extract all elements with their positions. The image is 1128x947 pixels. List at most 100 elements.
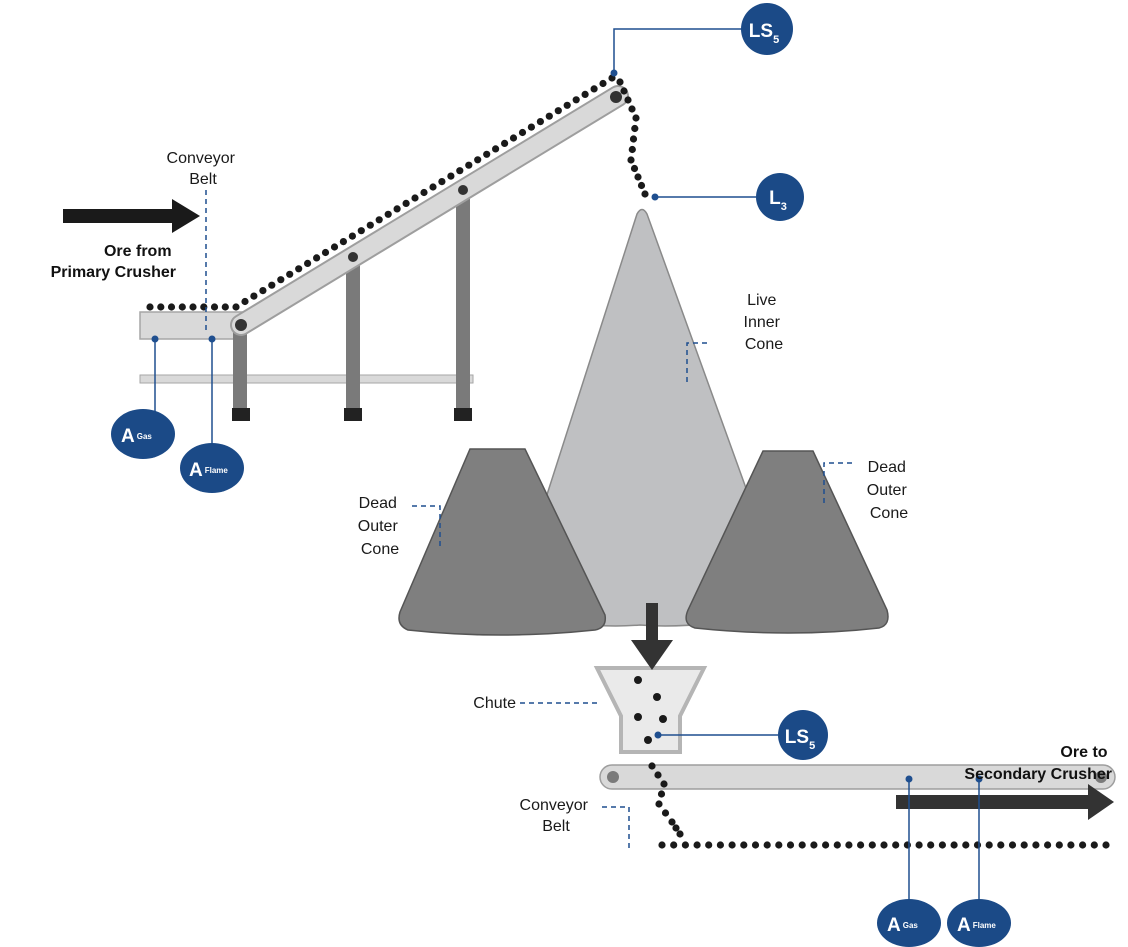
ore-particle: [411, 194, 419, 202]
support-post: [346, 257, 360, 411]
pulley: [610, 91, 622, 103]
level-transmitter-badge[interactable]: L3: [756, 173, 804, 221]
ore-particle: [751, 841, 760, 849]
ore-particle: [375, 216, 383, 224]
ore-particle: [644, 736, 652, 744]
ore-particle: [634, 173, 642, 181]
chute: [593, 603, 708, 754]
ore-particle: [997, 841, 1005, 849]
svg-text:LS5: LS5: [785, 727, 815, 752]
label-conveyor-belt-top: Conveyor Belt: [167, 150, 240, 188]
ore-particle: [572, 96, 580, 104]
ore-particle: [1055, 841, 1063, 849]
pulley: [1095, 771, 1107, 783]
ore-particle: [581, 90, 589, 98]
ore-particle: [330, 243, 339, 251]
level-switch-badge-top[interactable]: LS5: [741, 3, 793, 55]
ore-particle: [393, 205, 401, 213]
ore-particle: [659, 715, 667, 723]
ore-particle: [763, 841, 771, 849]
svg-text:L3: L3: [769, 188, 787, 213]
leader-dead-left: [412, 505, 441, 550]
ore-particle: [339, 238, 347, 246]
ore-particle: [167, 303, 176, 311]
support-post: [233, 325, 247, 411]
ore-particle: [728, 841, 736, 849]
tap-point: [975, 775, 983, 783]
label-live-inner-cone: Live Inner Cone: [744, 292, 785, 353]
ore-particle: [178, 303, 186, 311]
ore-particle: [634, 676, 642, 684]
ore-particle: [509, 134, 518, 142]
ore-in-arrow: [63, 199, 200, 233]
support-post: [456, 190, 470, 411]
pulley: [235, 319, 247, 331]
ore-particle: [492, 145, 500, 153]
ore-particle: [880, 841, 888, 849]
ore-particle: [1102, 841, 1110, 849]
ore-out-arrow: [896, 784, 1114, 820]
ore-particle: [903, 841, 912, 849]
ore-particle: [629, 135, 638, 143]
ore-particle: [845, 841, 853, 849]
ore-particle: [1079, 841, 1087, 849]
ore-particle: [545, 112, 553, 120]
badge-index-text: 5: [809, 740, 815, 752]
wire-ls5-top: [613, 28, 743, 73]
ore-particle: [868, 841, 876, 849]
ore-particle: [438, 178, 446, 186]
ore-particle: [950, 841, 958, 849]
ore-particle: [232, 303, 240, 311]
discharge-arrow-head: [631, 640, 673, 670]
badge-sub-text: Gas: [903, 921, 919, 930]
ore-stream: [146, 74, 1110, 849]
label-conveyor-belt-bottom: Conveyor Belt: [520, 797, 593, 835]
ore-particle: [657, 790, 666, 798]
ore-particle: [321, 248, 330, 257]
ore-particle: [1008, 841, 1017, 849]
ore-particle: [670, 841, 678, 849]
ore-particle: [189, 303, 197, 311]
badge-sub-text: Flame: [205, 466, 229, 475]
label-ore-to-secondary: Ore to Secondary Crusher: [964, 744, 1112, 783]
ore-particle: [661, 809, 670, 817]
ore-particle: [456, 167, 464, 175]
leader-dead-right: [823, 462, 852, 505]
ore-particle: [277, 276, 285, 284]
ore-particle: [786, 841, 795, 849]
ore-particle: [286, 270, 294, 278]
ore-particle: [295, 265, 303, 273]
ore-particle: [527, 123, 536, 131]
ore-particle: [241, 297, 249, 306]
ore-particle: [627, 156, 635, 164]
leader-live-cone: [686, 342, 707, 385]
pulley: [607, 771, 619, 783]
badge-index-text: 5: [773, 34, 779, 46]
ore-particle: [1090, 841, 1098, 849]
ore-particle: [775, 841, 783, 849]
ore-particle: [590, 85, 598, 93]
dead-outer-cone-right: [685, 450, 889, 634]
ore-particle: [420, 188, 428, 197]
ore-particle: [857, 841, 865, 849]
ore-particle: [705, 841, 713, 849]
tap-point: [654, 731, 662, 739]
ore-particle: [210, 303, 219, 311]
level-switch-badge-chute[interactable]: LS5: [778, 710, 828, 760]
ore-particle: [655, 800, 663, 808]
ore-particle: [563, 101, 571, 109]
ore-particle: [501, 139, 509, 147]
ore-particle: [631, 124, 639, 133]
tap-point: [905, 775, 913, 783]
ore-particle: [632, 114, 640, 122]
ore-particle: [384, 210, 392, 218]
ore-particle: [259, 287, 267, 295]
post-foot: [454, 408, 472, 421]
ore-particle: [157, 303, 165, 311]
dead-outer-cone-left: [398, 448, 607, 636]
